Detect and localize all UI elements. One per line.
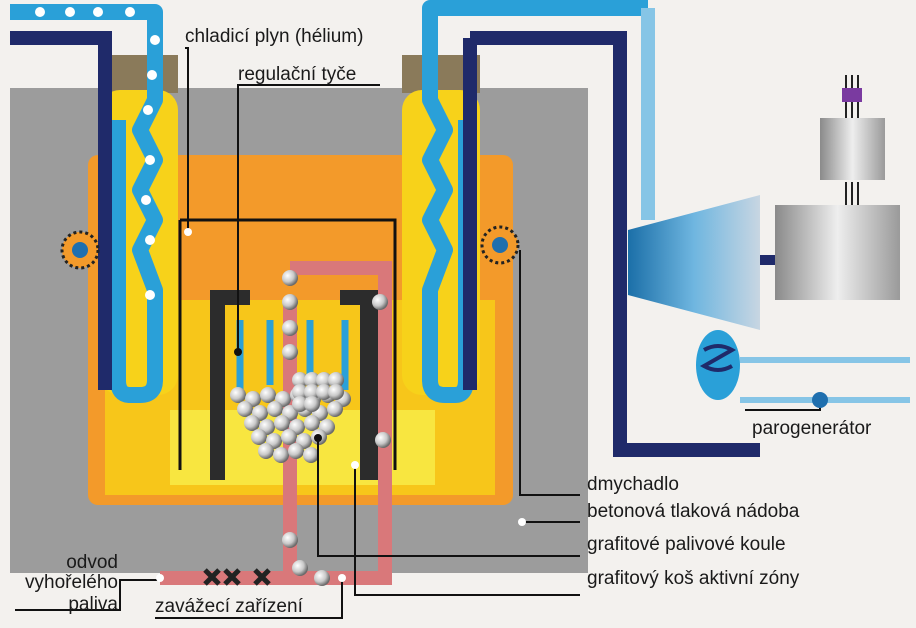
fuel-ball: [303, 447, 319, 463]
fuel-ball: [282, 320, 298, 336]
fuel-ball: [292, 560, 308, 576]
fuel-ball: [327, 401, 343, 417]
graphite-core-basket: [178, 218, 397, 480]
fuel-ball: [304, 372, 320, 388]
blower-right: [480, 225, 520, 265]
blower-left: [60, 230, 100, 270]
fuel-ball: [282, 344, 298, 360]
fuel-ball: [244, 415, 260, 431]
fuel-ball: [237, 401, 253, 417]
fuel-ball: [314, 570, 330, 586]
fuel-ball: [304, 384, 320, 400]
fuel-ball: [375, 432, 391, 448]
label-spent-fuel-2: vyhořelého: [25, 572, 118, 593]
label-pressure-vessel: betonová tlaková nádoba: [587, 501, 800, 522]
fuel-ball: [304, 396, 320, 412]
fuel-ball: [281, 429, 297, 445]
valve-crosses: [203, 568, 271, 586]
fuel-ball: [316, 384, 332, 400]
fuel-ball: [288, 443, 304, 459]
label-fuel-balls: grafitové palivové koule: [587, 534, 786, 555]
cold-gas-circuit: [10, 31, 760, 457]
fuel-ball: [273, 447, 289, 463]
fuel-ball: [282, 532, 298, 548]
fuel-ball: [251, 429, 267, 445]
fuel-ball: [282, 294, 298, 310]
label-core-basket: grafitový koš aktivní zóny: [587, 568, 800, 589]
fuel-ball: [292, 384, 308, 400]
fuel-ball: [274, 415, 290, 431]
label-steam-generator: parogenerátor: [752, 418, 872, 439]
fuel-ball: [267, 401, 283, 417]
label-control-rods: regulační tyče: [238, 64, 356, 85]
fuel-ball: [328, 384, 344, 400]
label-spent-fuel-3: paliva: [68, 594, 118, 615]
generator: [775, 75, 900, 300]
helium-bubbles: [35, 7, 160, 300]
fuel-ball: [304, 415, 320, 431]
label-coolant-gas: chladicí plyn (hélium): [185, 26, 363, 47]
turbine: [628, 195, 780, 330]
fuel-ball: [316, 372, 332, 388]
fuel-ball: [282, 270, 298, 286]
label-blower: dmychadlo: [587, 474, 679, 495]
fuel-ball: [230, 387, 246, 403]
label-spent-fuel-1: odvod: [66, 552, 118, 573]
fuel-ball: [292, 396, 308, 412]
fuel-ball: [260, 387, 276, 403]
fuel-ball: [258, 443, 274, 459]
leader-lines: [15, 47, 821, 619]
label-loading-device: zavážecí zařízení: [155, 596, 304, 617]
steam-generator: [696, 330, 910, 408]
fuel-ball: [292, 372, 308, 388]
fuel-ball: [328, 372, 344, 388]
fuel-ball: [372, 294, 388, 310]
